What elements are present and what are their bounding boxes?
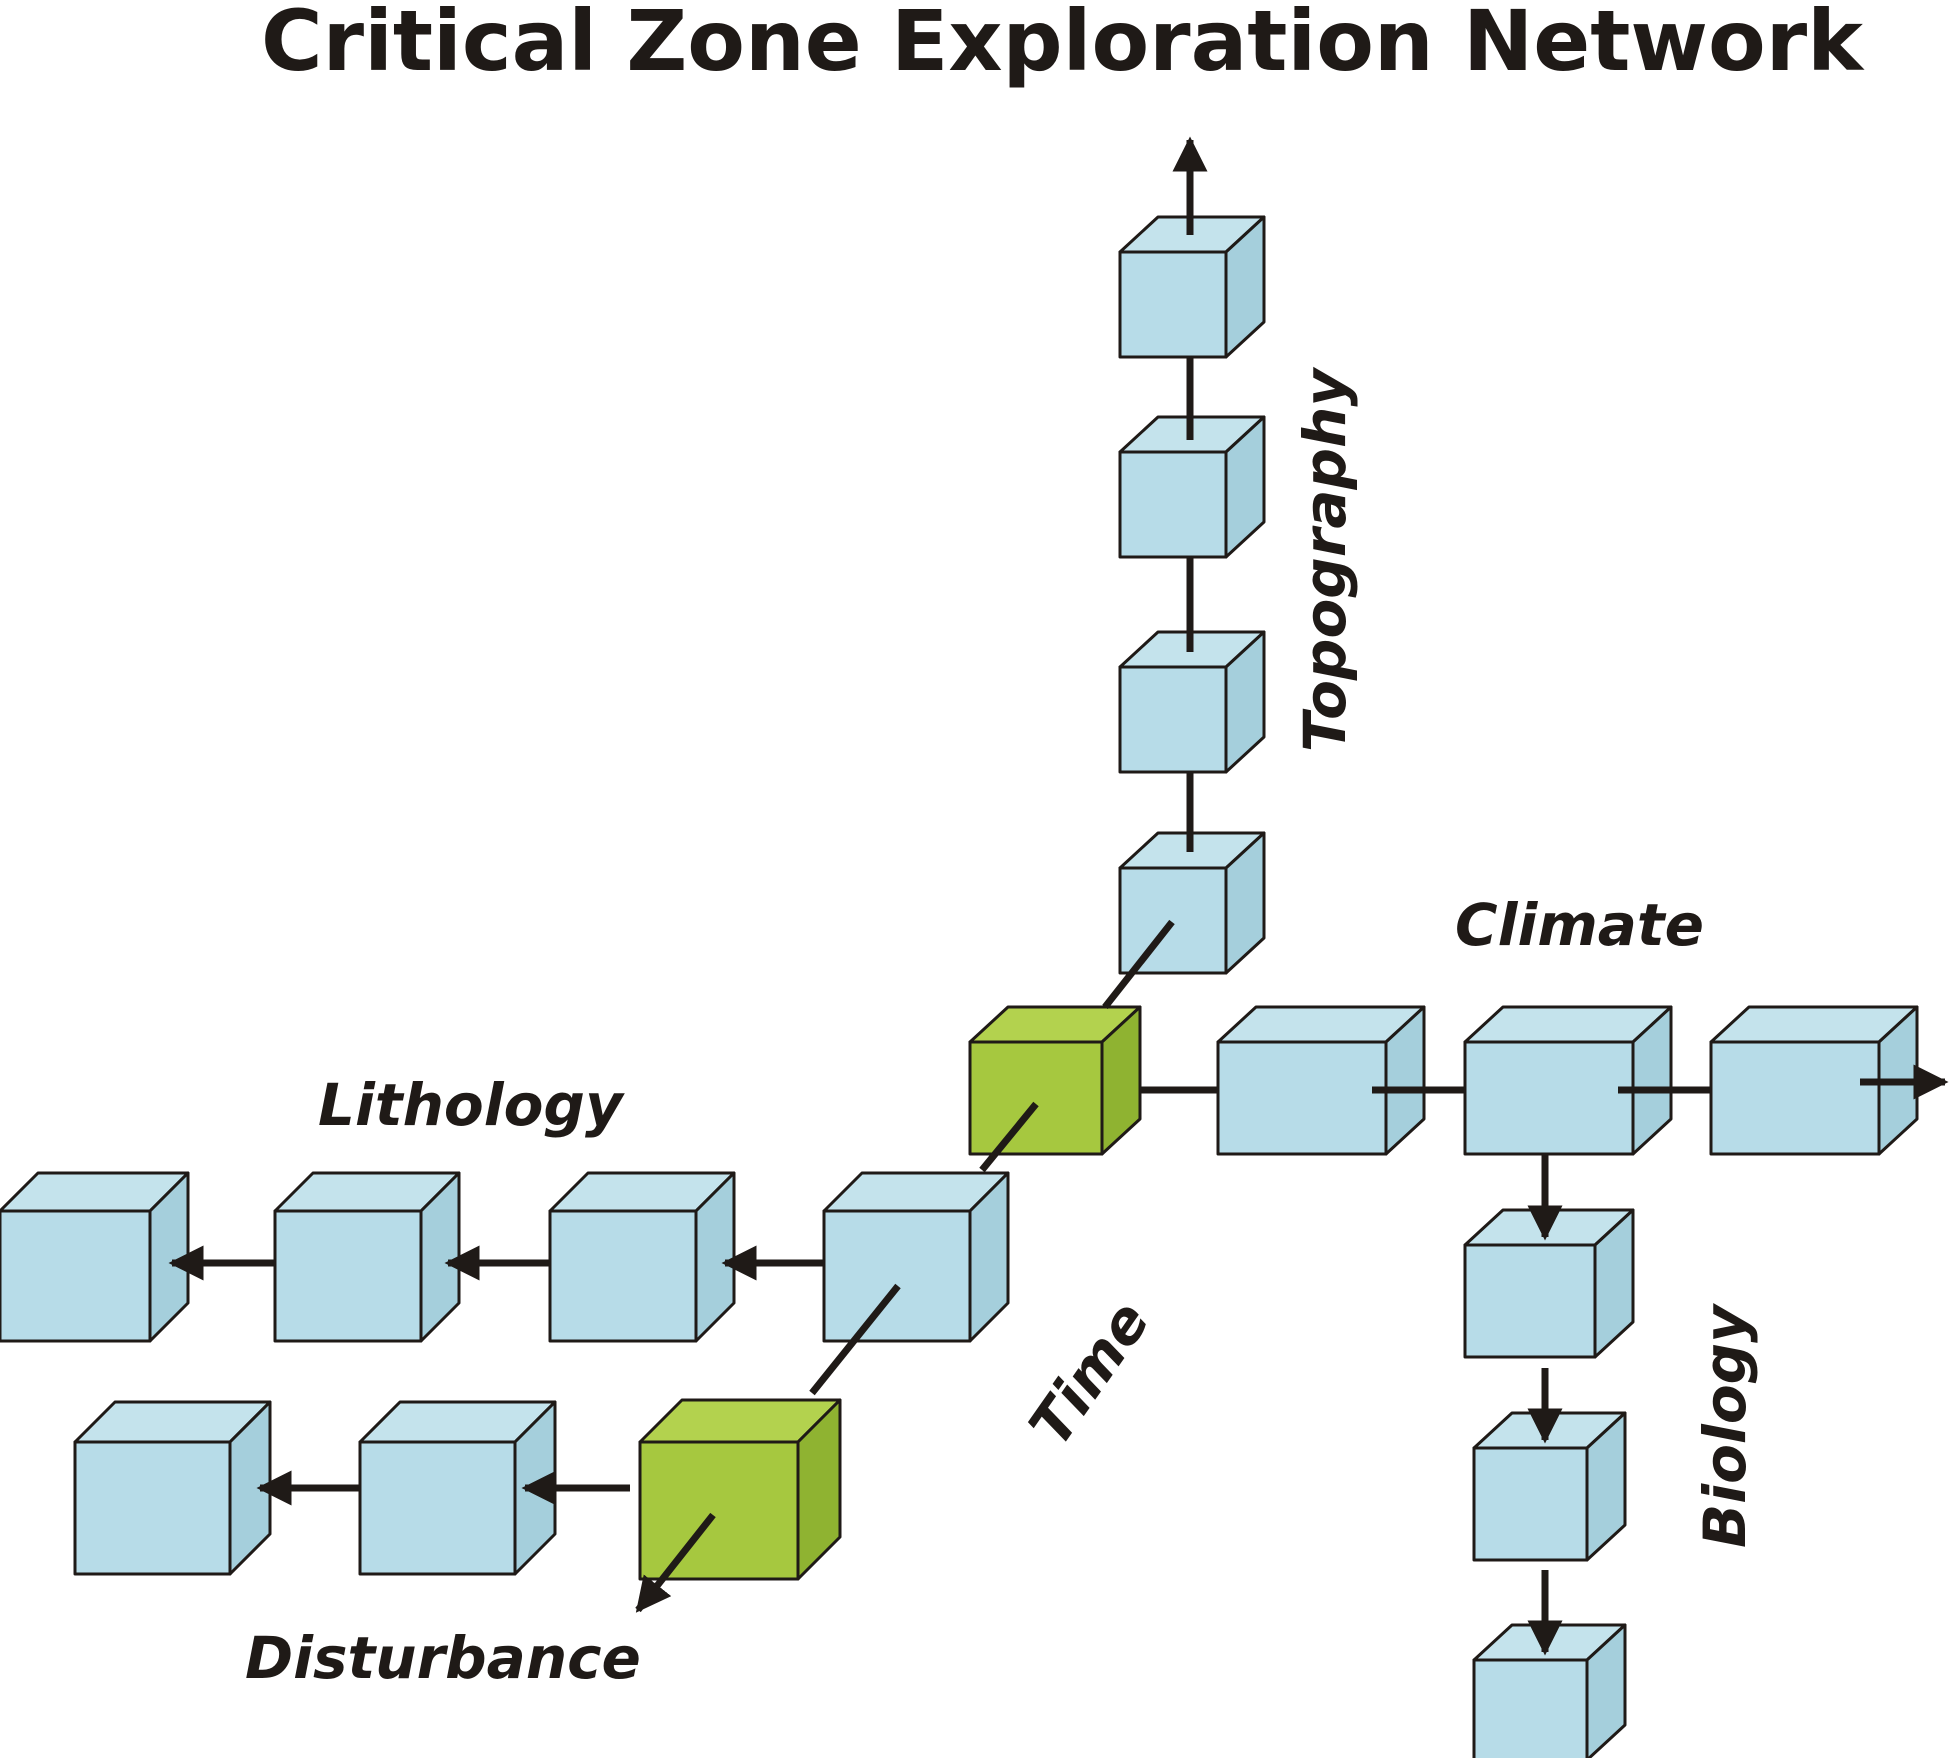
cube-topography-4	[1118, 215, 1266, 359]
label-time: Time	[1016, 1289, 1163, 1458]
cube-climate-3-front-face	[1709, 1040, 1881, 1156]
cube-topography-2	[1118, 630, 1266, 774]
cube-lithology-2-front-face	[548, 1209, 698, 1343]
cube-topography-2-front-face	[1118, 665, 1228, 774]
cube-topography-3-front-face	[1118, 450, 1228, 559]
cube-disturbance-2	[358, 1400, 557, 1576]
cube-disturbance-3	[73, 1400, 272, 1576]
cube-biology-3-front-face	[1472, 1658, 1589, 1758]
link-time-disturbance	[809, 1283, 901, 1396]
cube-disturbance-origin	[638, 1398, 842, 1581]
link-origin-topography	[1102, 919, 1175, 1010]
label-biology: Biology	[1691, 1303, 1759, 1548]
cube-disturbance-3-front-face	[73, 1440, 232, 1576]
diagram-title: Critical Zone Exploration Network	[261, 0, 1865, 90]
cube-lithology-4	[0, 1171, 190, 1343]
cube-disturbance-2-front-face	[358, 1440, 517, 1576]
cube-topography-1-front-face	[1118, 866, 1228, 975]
cube-climate-1-front-face	[1216, 1040, 1388, 1156]
label-disturbance: Disturbance	[245, 1624, 641, 1692]
cube-disturbance-origin-front-face	[638, 1440, 800, 1581]
cube-biology-2-front-face	[1472, 1446, 1589, 1562]
cube-climate-1	[1216, 1005, 1426, 1156]
cube-lithology-2	[548, 1171, 736, 1343]
cube-biology-1	[1463, 1208, 1635, 1359]
link-origin-time	[979, 1101, 1039, 1173]
cube-lithology-3-front-face	[273, 1209, 423, 1343]
label-climate: Climate	[1455, 891, 1704, 959]
cube-time-1	[822, 1171, 1010, 1343]
links-front-layer	[168, 136, 1949, 1656]
cube-biology-1-front-face	[1463, 1243, 1597, 1359]
cube-topography-3	[1118, 415, 1266, 559]
cube-time-1-front-face	[822, 1209, 972, 1343]
cube-topography-1	[1118, 831, 1266, 975]
cube-climate-2-front-face	[1463, 1040, 1635, 1156]
cube-topography-4-front-face	[1118, 250, 1228, 359]
cube-biology-2	[1472, 1411, 1627, 1562]
cube-climate-2	[1463, 1005, 1673, 1156]
cube-climate-3	[1709, 1005, 1919, 1156]
cube-origin	[968, 1005, 1142, 1156]
label-topography: Topography	[1291, 367, 1359, 752]
cube-lithology-4-front-face	[0, 1209, 152, 1343]
cube-origin-front-face	[968, 1040, 1104, 1156]
cubes-layer	[0, 215, 1919, 1758]
label-lithology: Lithology	[318, 1071, 625, 1139]
cube-biology-3	[1472, 1623, 1627, 1758]
cube-lithology-3	[273, 1171, 461, 1343]
link-disturbance-out	[635, 1512, 716, 1613]
